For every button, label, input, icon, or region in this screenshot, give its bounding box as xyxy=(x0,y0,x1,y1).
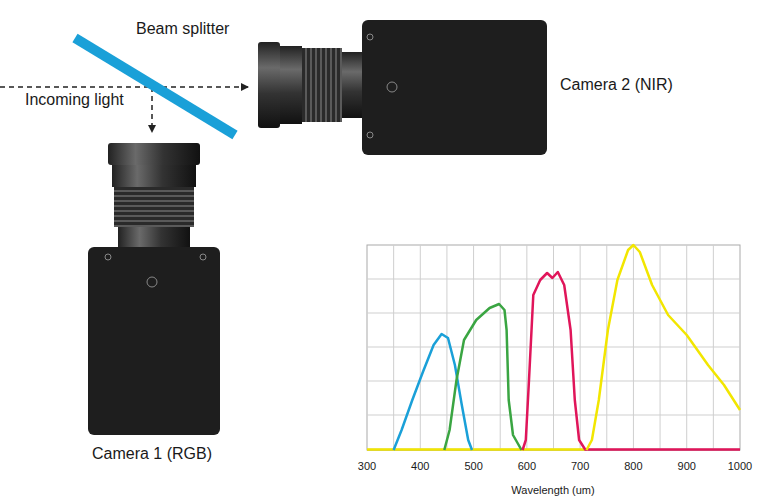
reflected-path xyxy=(151,87,153,132)
part-label: Beam splitter xyxy=(136,20,229,38)
light-path xyxy=(0,86,248,88)
axis-label: 900 xyxy=(678,460,696,473)
axis-label: 500 xyxy=(464,460,482,473)
camera-1 xyxy=(88,143,220,435)
axis-label: 600 xyxy=(518,460,536,473)
spectral-chart xyxy=(367,245,740,450)
axis-label: 800 xyxy=(624,460,642,473)
axis-label: 300 xyxy=(358,460,376,473)
part-label: Incoming light xyxy=(25,91,124,109)
axis-label: 700 xyxy=(571,460,589,473)
axis-label: 400 xyxy=(411,460,429,473)
part-label: Camera 1 (RGB) xyxy=(92,445,212,463)
part-label: Camera 2 (NIR) xyxy=(560,76,673,94)
axis-label: Wavelength (um) xyxy=(511,484,594,497)
axis-label: 1000 xyxy=(728,460,752,473)
beam-splitter xyxy=(75,38,235,135)
camera-2 xyxy=(258,20,547,155)
